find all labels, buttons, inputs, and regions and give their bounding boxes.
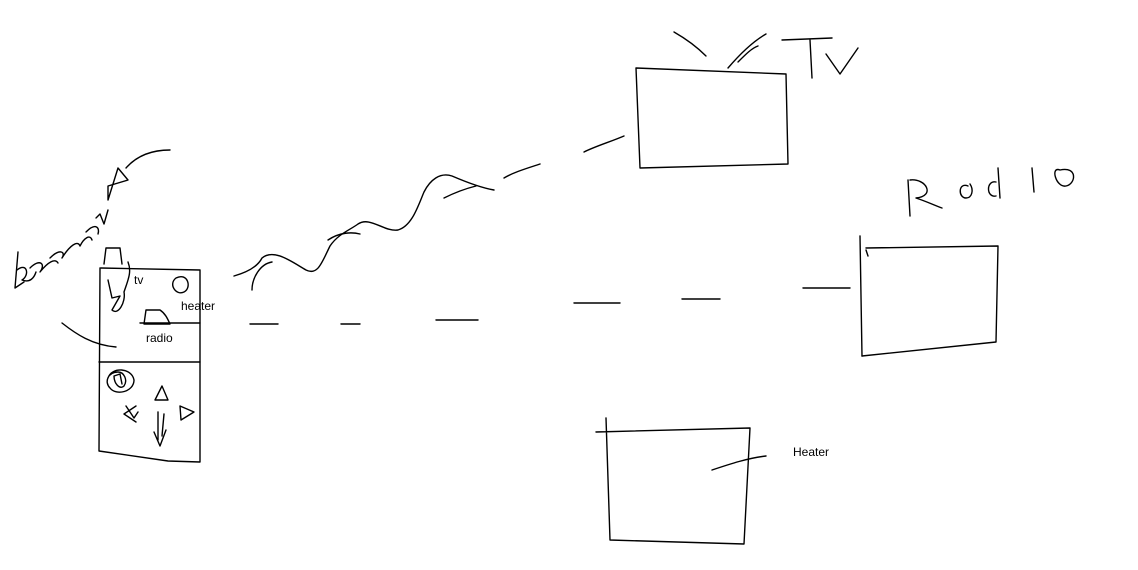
signal-to-tv-echo-a <box>251 261 273 291</box>
signal-to-radio-dashes <box>249 287 851 325</box>
signal-to-tv-dash-1 <box>503 163 541 179</box>
signal-to-tv-wave <box>233 174 495 277</box>
down-arrow-icon <box>153 411 167 447</box>
radio-side-stroke <box>865 249 869 257</box>
right-arrow-button[interactable] <box>179 405 195 421</box>
heater-button[interactable]: heater <box>172 276 215 313</box>
heater-device: Heater <box>595 417 829 545</box>
signal-to-tv-dash-2 <box>583 135 625 153</box>
tv-screen-box <box>635 67 789 169</box>
tv-antenna-right <box>727 33 767 69</box>
radio-handwritten-title <box>907 167 1075 217</box>
tv-button-label: tv <box>134 273 143 287</box>
heater-label-pointer <box>711 455 767 471</box>
tv-handwritten-title <box>781 37 859 79</box>
signal-to-tv-echo-c <box>443 185 477 199</box>
tv-antenna-left <box>673 31 707 57</box>
radio-button[interactable]: radio <box>143 309 173 345</box>
remote-control <box>61 247 201 463</box>
radio-button-label: radio <box>146 331 173 345</box>
left-arrow-button[interactable] <box>123 405 139 423</box>
remote-outline <box>98 267 201 463</box>
tv-button-scribble <box>107 261 131 313</box>
radio-device <box>859 167 1075 357</box>
radio-box <box>861 245 999 357</box>
heater-label: Heater <box>793 445 829 459</box>
power-button[interactable] <box>106 369 135 393</box>
up-arrow-icon <box>154 385 169 401</box>
tv-antenna-stub <box>737 45 759 63</box>
signal-to-tv-echo-b <box>327 232 361 241</box>
radio-antenna-line <box>859 235 863 357</box>
radio-button-shape <box>143 309 171 325</box>
up-arrow-button[interactable] <box>154 385 169 401</box>
right-arrow-icon <box>179 405 195 421</box>
heater-box <box>595 417 751 545</box>
power-icon <box>106 369 135 393</box>
tv-button[interactable]: tv <box>107 261 143 313</box>
remote-pointer-stroke <box>61 322 117 348</box>
remote-handwritten-title <box>14 149 171 289</box>
remote-top-nub <box>103 247 123 265</box>
heater-button-circle <box>172 276 189 294</box>
heater-button-label: heater <box>181 299 215 313</box>
left-arrow-icon <box>123 405 139 423</box>
down-arrow-button[interactable] <box>153 411 167 447</box>
tv-device <box>635 31 859 169</box>
